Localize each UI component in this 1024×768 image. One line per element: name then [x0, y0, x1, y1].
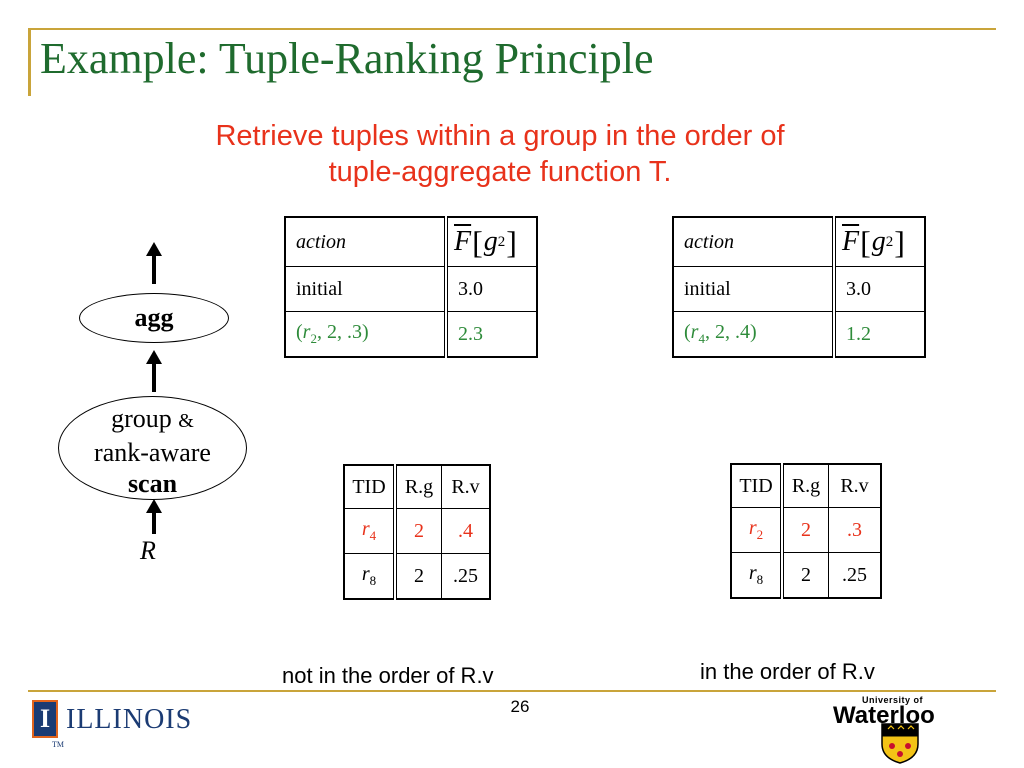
table-row: r8 2 .25: [343, 553, 491, 600]
right-tuple-table: TID R.g R.v r2 2 .3 r8 2 .25: [730, 463, 882, 599]
scan-group-text: group: [111, 404, 172, 433]
table-row: r2 2 .3: [730, 507, 882, 553]
arrow-up-middle: [146, 350, 162, 392]
header-action: action: [284, 216, 448, 267]
formula-sub: 2: [497, 233, 506, 250]
subtitle-line-1: Retrieve tuples within a group in the or…: [215, 120, 785, 152]
waterloo-small-text: University of: [862, 695, 924, 705]
illinois-trademark: TM: [52, 740, 64, 749]
formula-f: F: [454, 226, 472, 257]
page-number: 26: [510, 697, 530, 716]
header-tid: TID: [730, 463, 784, 508]
left-tuple-table: TID R.g R.v r4 2 .4 r8 2 .25: [343, 464, 491, 600]
table-row: TID R.g R.v: [343, 464, 491, 509]
title-accent-bar: [28, 28, 31, 96]
cell-v: .3: [828, 507, 882, 553]
table-row: (r4, 2, .4) 1.2: [672, 311, 926, 358]
cell-g: 2: [394, 508, 442, 554]
arrow-up-bottom: [146, 499, 162, 534]
subtitle-line-2: tuple-aggregate function T.: [328, 156, 672, 188]
arrow-up-top: [146, 242, 162, 284]
cell-v: .25: [828, 552, 882, 599]
caption-left: not in the order of R.v: [282, 663, 494, 688]
illinois-wordmark: ILLINOIS: [66, 704, 193, 735]
cell-v: .25: [441, 553, 491, 600]
slide-subtitle: Retrieve tuples within a group in the or…: [0, 118, 1000, 190]
row-action: (r4, 2, .4): [672, 311, 836, 358]
agg-label: agg: [134, 303, 174, 332]
table-row: initial 3.0: [284, 266, 538, 312]
waterloo-crest-icon: [881, 723, 919, 764]
formula-f: F: [842, 226, 860, 257]
cell-tid: r8: [730, 552, 784, 599]
cell-g: 2: [781, 507, 829, 553]
formula-g: g: [483, 226, 498, 257]
row-action: (r2, 2, .3): [284, 311, 448, 358]
cell-tid: r2: [730, 507, 784, 553]
slide-title: Example: Tuple-Ranking Principle: [40, 34, 654, 83]
row-action: initial: [672, 266, 836, 312]
header-rg: R.g: [394, 464, 442, 509]
row-value: 2.3: [445, 311, 538, 358]
header-tid: TID: [343, 464, 397, 509]
cell-tid: r4: [343, 508, 397, 554]
formula-g: g: [871, 226, 886, 257]
header-action: action: [672, 216, 836, 267]
table-row: r8 2 .25: [730, 552, 882, 599]
scan-operator: group & rank-aware scan: [58, 396, 247, 500]
cell-v: .4: [441, 508, 491, 554]
table-row: r4 2 .4: [343, 508, 491, 554]
formula-sub: 2: [885, 233, 894, 250]
cell-tid: r8: [343, 553, 397, 600]
agg-operator: agg: [79, 293, 229, 343]
cell-g: 2: [394, 553, 442, 600]
header-rv: R.v: [828, 463, 882, 508]
row-action: initial: [284, 266, 448, 312]
table-row: (r2, 2, .3) 2.3: [284, 311, 538, 358]
header-rv: R.v: [441, 464, 491, 509]
table-row: TID R.g R.v: [730, 463, 882, 508]
scan-line-2: rank-aware: [94, 438, 211, 467]
relation-label: R: [140, 536, 156, 565]
caption-right: in the order of R.v: [700, 659, 875, 684]
row-value: 1.2: [833, 311, 926, 358]
title-rule: [28, 28, 996, 30]
scan-amp-text: &: [178, 410, 194, 432]
scan-line-1: group &: [59, 403, 246, 437]
row-value: 3.0: [445, 266, 538, 312]
illinois-logo-icon: I: [32, 700, 58, 738]
table-row: initial 3.0: [672, 266, 926, 312]
scan-line-3: scan: [127, 469, 178, 498]
footer-rule: [28, 690, 996, 692]
row-value: 3.0: [833, 266, 926, 312]
header-rg: R.g: [781, 463, 829, 508]
cell-g: 2: [781, 552, 829, 599]
